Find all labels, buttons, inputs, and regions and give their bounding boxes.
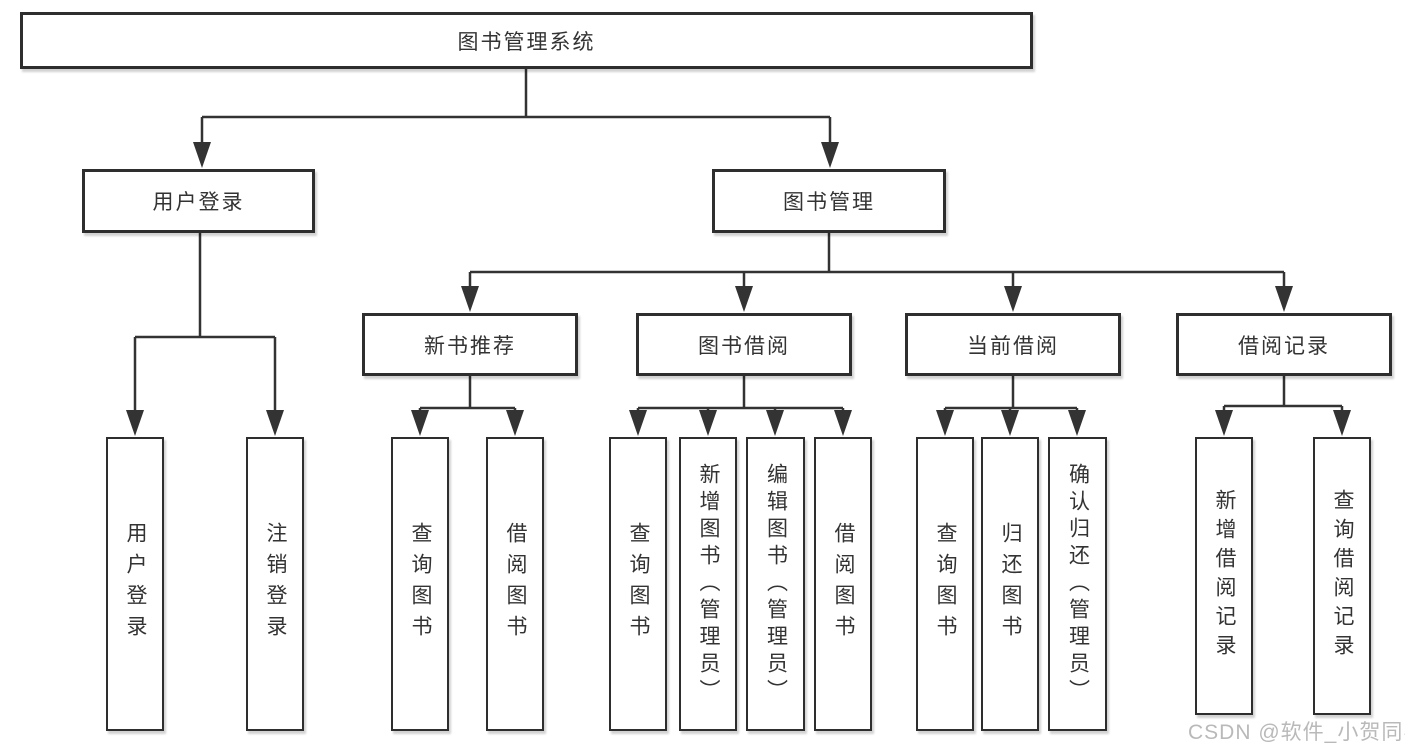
- node-user-login: 用户登录: [82, 169, 315, 233]
- leaf-br-query-label: 查询借阅记录: [1331, 489, 1354, 663]
- node-current-borrow: 当前借阅: [905, 313, 1121, 376]
- edge-borrow-records-to-leaves: [1215, 376, 1351, 436]
- node-current-borrow-label: 当前借阅: [967, 334, 1059, 358]
- leaf-cb-confirm: 确认归还（管理员）: [1048, 437, 1107, 731]
- leaf-bb-borrow-label: 借阅图书: [832, 522, 855, 646]
- leaf-bb-add: 新增图书（管理员）: [679, 437, 737, 731]
- node-book-borrow: 图书借阅: [636, 313, 852, 376]
- leaf-logout-label: 注销登录: [264, 522, 287, 646]
- leaf-cb-return: 归还图书: [981, 437, 1039, 731]
- leaf-cb-confirm-label: 确认归还（管理员）: [1066, 462, 1090, 706]
- leaf-bb-query-label: 查询图书: [627, 522, 650, 646]
- leaf-user-login: 用户登录: [106, 437, 164, 731]
- node-new-book-rec: 新书推荐: [362, 313, 578, 376]
- leaf-br-query: 查询借阅记录: [1313, 437, 1371, 715]
- leaf-nb-borrow-label: 借阅图书: [504, 522, 527, 646]
- leaf-cb-query-label: 查询图书: [934, 522, 957, 646]
- node-root-label: 图书管理系统: [457, 30, 596, 54]
- leaf-nb-query-label: 查询图书: [409, 522, 432, 646]
- edge-book-mgmt-to-level3: [461, 233, 1293, 312]
- leaf-cb-query: 查询图书: [916, 437, 974, 731]
- node-book-mgmt: 图书管理: [712, 169, 946, 233]
- leaf-user-login-label: 用户登录: [124, 522, 147, 646]
- edge-book-borrow-to-leaves: [629, 376, 852, 436]
- csdn-watermark: CSDN @软件_小贺同学: [1188, 721, 1405, 744]
- edge-root-to-level2: [193, 69, 839, 168]
- leaf-bb-add-label: 新增图书（管理员）: [697, 462, 720, 706]
- leaf-cb-return-label: 归还图书: [999, 522, 1022, 646]
- node-book-mgmt-label: 图书管理: [783, 191, 875, 214]
- node-borrow-records-label: 借阅记录: [1238, 334, 1330, 358]
- leaf-br-add: 新增借阅记录: [1195, 437, 1253, 715]
- node-user-login-label: 用户登录: [152, 191, 245, 214]
- leaf-bb-edit-label: 编辑图书（管理员）: [764, 462, 788, 706]
- leaf-bb-borrow: 借阅图书: [814, 437, 872, 731]
- leaf-bb-query: 查询图书: [609, 437, 667, 731]
- leaf-br-add-label: 新增借阅记录: [1213, 489, 1236, 663]
- node-borrow-records: 借阅记录: [1176, 313, 1392, 376]
- leaf-nb-borrow: 借阅图书: [486, 437, 544, 731]
- edge-current-borrow-to-leaves: [936, 376, 1086, 436]
- leaf-bb-edit: 编辑图书（管理员）: [746, 437, 805, 731]
- leaf-logout: 注销登录: [246, 437, 304, 731]
- leaf-nb-query: 查询图书: [391, 437, 449, 731]
- edge-new-book-rec-to-leaves: [411, 376, 524, 436]
- node-book-borrow-label: 图书借阅: [698, 334, 790, 358]
- node-root: 图书管理系统: [20, 12, 1033, 69]
- node-new-book-rec-label: 新书推荐: [424, 334, 516, 358]
- edge-user-login-to-leaves: [126, 233, 284, 436]
